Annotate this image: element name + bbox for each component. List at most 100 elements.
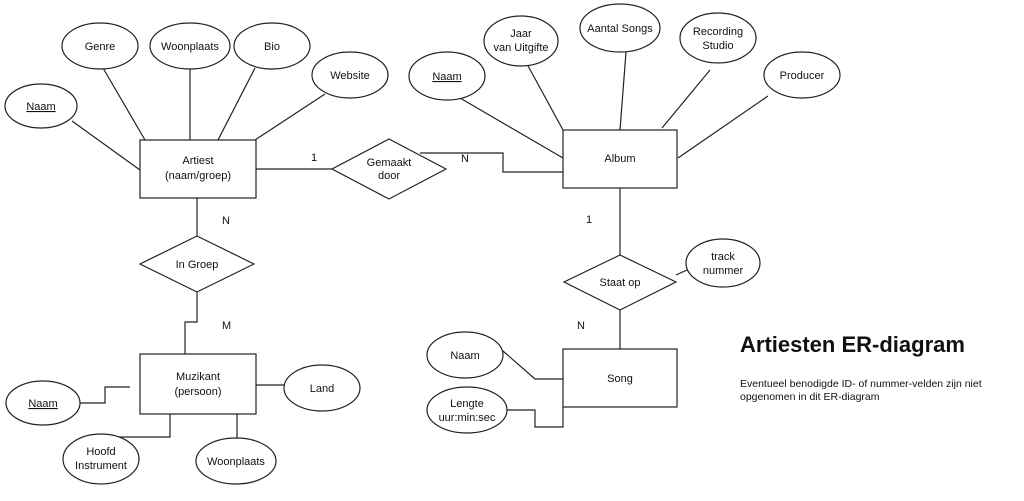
connector-ingroep-muzikant <box>184 292 198 354</box>
attribute-album-recording-studio-label-1: Recording <box>693 26 743 38</box>
connector-album-producer <box>677 95 769 159</box>
attribute-muzikant-hoofd-instrument-label-2: Instrument <box>75 460 127 472</box>
attribute-song-naam[interactable]: Naam <box>426 331 504 379</box>
connector-muzikant-instrument <box>103 414 171 438</box>
attribute-album-naam-label: Naam <box>432 71 461 83</box>
attribute-artiest-website[interactable]: Website <box>311 51 389 99</box>
attribute-album-aantal-songs[interactable]: Aantal Songs <box>579 3 661 53</box>
attribute-staat-op-track-nummer-label-1: track <box>711 251 735 263</box>
connector-staatop-track <box>675 269 688 276</box>
attribute-staat-op-track-nummer-label-2: nummer <box>703 265 744 277</box>
attribute-album-aantal-songs-shape <box>579 3 661 53</box>
attribute-artiest-bio[interactable]: Bio <box>233 22 311 70</box>
attribute-album-producer-shape <box>763 51 841 99</box>
connector-artiest-bio <box>217 67 256 141</box>
attribute-song-lengte-label-1: Lengte <box>450 398 484 410</box>
connector-lines <box>71 51 769 440</box>
attribute-artiest-website-shape <box>311 51 389 99</box>
relationship-staat-op[interactable]: Staat op <box>562 254 678 311</box>
connector-artiest-website <box>254 93 326 141</box>
attribute-muzikant-woonplaats[interactable]: Woonplaats <box>195 437 277 485</box>
relationship-gemaakt-door-label-2: door <box>378 170 400 182</box>
attribute-album-naam[interactable]: Naam <box>408 51 486 101</box>
attribute-muzikant-naam-label: Naam <box>28 398 57 410</box>
connector-artiest-naam <box>71 120 141 171</box>
attribute-album-recording-studio-shape <box>679 12 757 64</box>
attribute-album-jaar-label-2: van Uitgifte <box>493 42 548 54</box>
attribute-artiest-genre-shape <box>61 22 139 70</box>
relationship-staat-op-shape <box>562 254 678 311</box>
attribute-muzikant-land[interactable]: Land <box>283 364 361 412</box>
diagram-title: Artiesten ER-diagram <box>740 332 965 357</box>
attribute-song-lengte-label-2: uur:min:sec <box>439 412 496 424</box>
attribute-album-jaar-shape <box>483 15 559 67</box>
attribute-muzikant-naam[interactable]: Naam <box>5 380 81 426</box>
entity-song[interactable]: Song <box>562 348 678 408</box>
attribute-artiest-naam-shape <box>4 83 78 129</box>
entity-artiest-label-1: Artiest <box>182 155 213 167</box>
entity-song-label: Song <box>607 373 633 385</box>
cardinality-album-staatop: 1 <box>586 214 592 226</box>
entity-album-box <box>562 129 678 189</box>
connector-song-naam <box>502 350 563 380</box>
cardinality-artiest-ingroep: N <box>222 215 230 227</box>
cardinality-album-gemaakt: N <box>461 153 469 165</box>
entity-song-box <box>562 348 678 408</box>
attribute-song-naam-label: Naam <box>450 350 479 362</box>
relationship-gemaakt-door-label-1: Gemaakt <box>367 157 412 169</box>
attribute-artiest-woonplaats-label: Woonplaats <box>161 41 219 53</box>
attribute-album-aantal-songs-label: Aantal Songs <box>587 23 653 35</box>
relationship-gemaakt-door[interactable]: Gemaakt door <box>330 138 448 200</box>
attribute-album-naam-shape <box>408 51 486 101</box>
connector-muzikant-naam <box>80 386 130 404</box>
attribute-muzikant-hoofd-instrument[interactable]: Hoofd Instrument <box>62 433 140 485</box>
entity-muzikant-label-2: (persoon) <box>174 386 221 398</box>
relationship-in-groep[interactable]: In Groep <box>138 235 256 293</box>
entity-artiest-box <box>139 139 257 199</box>
relationship-gemaakt-door-shape <box>330 138 448 200</box>
attribute-muzikant-land-shape <box>283 364 361 412</box>
attribute-artiest-genre-label: Genre <box>85 41 116 53</box>
connector-album-recording <box>661 69 711 129</box>
attribute-artiest-bio-shape <box>233 22 311 70</box>
attribute-staat-op-track-nummer[interactable]: track nummer <box>685 238 761 288</box>
connector-album-naam <box>459 97 564 159</box>
attribute-muzikant-land-label: Land <box>310 383 334 395</box>
attribute-staat-op-track-nummer-shape <box>685 238 761 288</box>
connector-artiest-genre <box>102 67 146 141</box>
attribute-artiest-naam[interactable]: Naam <box>4 83 78 129</box>
attribute-muzikant-woonplaats-shape <box>195 437 277 485</box>
attribute-muzikant-hoofd-instrument-label-1: Hoofd <box>86 446 115 458</box>
attribute-song-lengte[interactable]: Lengte uur:min:sec <box>426 386 508 434</box>
attribute-muzikant-hoofd-instrument-shape <box>62 433 140 485</box>
entity-muzikant-label-1: Muzikant <box>176 371 220 383</box>
relationship-in-groep-shape <box>138 235 256 293</box>
cardinality-muzikant-ingroep: M <box>222 320 231 332</box>
entity-muzikant-box <box>139 353 257 415</box>
connector-album-jaar <box>526 63 564 131</box>
connector-album-aantal-songs <box>619 51 627 131</box>
attribute-album-producer-label: Producer <box>780 70 825 82</box>
attribute-album-jaar[interactable]: Jaar van Uitgifte <box>483 15 559 67</box>
entity-artiest[interactable]: Artiest (naam/groep) <box>139 139 257 199</box>
entity-artiest-label-2: (naam/groep) <box>165 170 231 182</box>
entity-album-label: Album <box>604 153 635 165</box>
attribute-song-naam-shape <box>426 331 504 379</box>
attribute-artiest-genre[interactable]: Genre <box>61 22 139 70</box>
attribute-album-jaar-label-1: Jaar <box>510 28 532 40</box>
attribute-album-producer[interactable]: Producer <box>763 51 841 99</box>
entity-muzikant[interactable]: Muzikant (persoon) <box>139 353 257 415</box>
attribute-artiest-woonplaats-shape <box>149 22 231 70</box>
relationship-in-groep-label: In Groep <box>176 259 219 271</box>
attribute-artiest-woonplaats[interactable]: Woonplaats <box>149 22 231 70</box>
attribute-artiest-website-label: Website <box>330 70 370 82</box>
attribute-album-recording-studio-label-2: Studio <box>702 40 733 52</box>
attribute-artiest-bio-label: Bio <box>264 41 280 53</box>
cardinality-song-staatop: N <box>577 320 585 332</box>
entity-album[interactable]: Album <box>562 129 678 189</box>
attribute-muzikant-naam-shape <box>5 380 81 426</box>
connector-gemaakt-album <box>420 152 563 173</box>
attribute-album-recording-studio[interactable]: Recording Studio <box>679 12 757 64</box>
